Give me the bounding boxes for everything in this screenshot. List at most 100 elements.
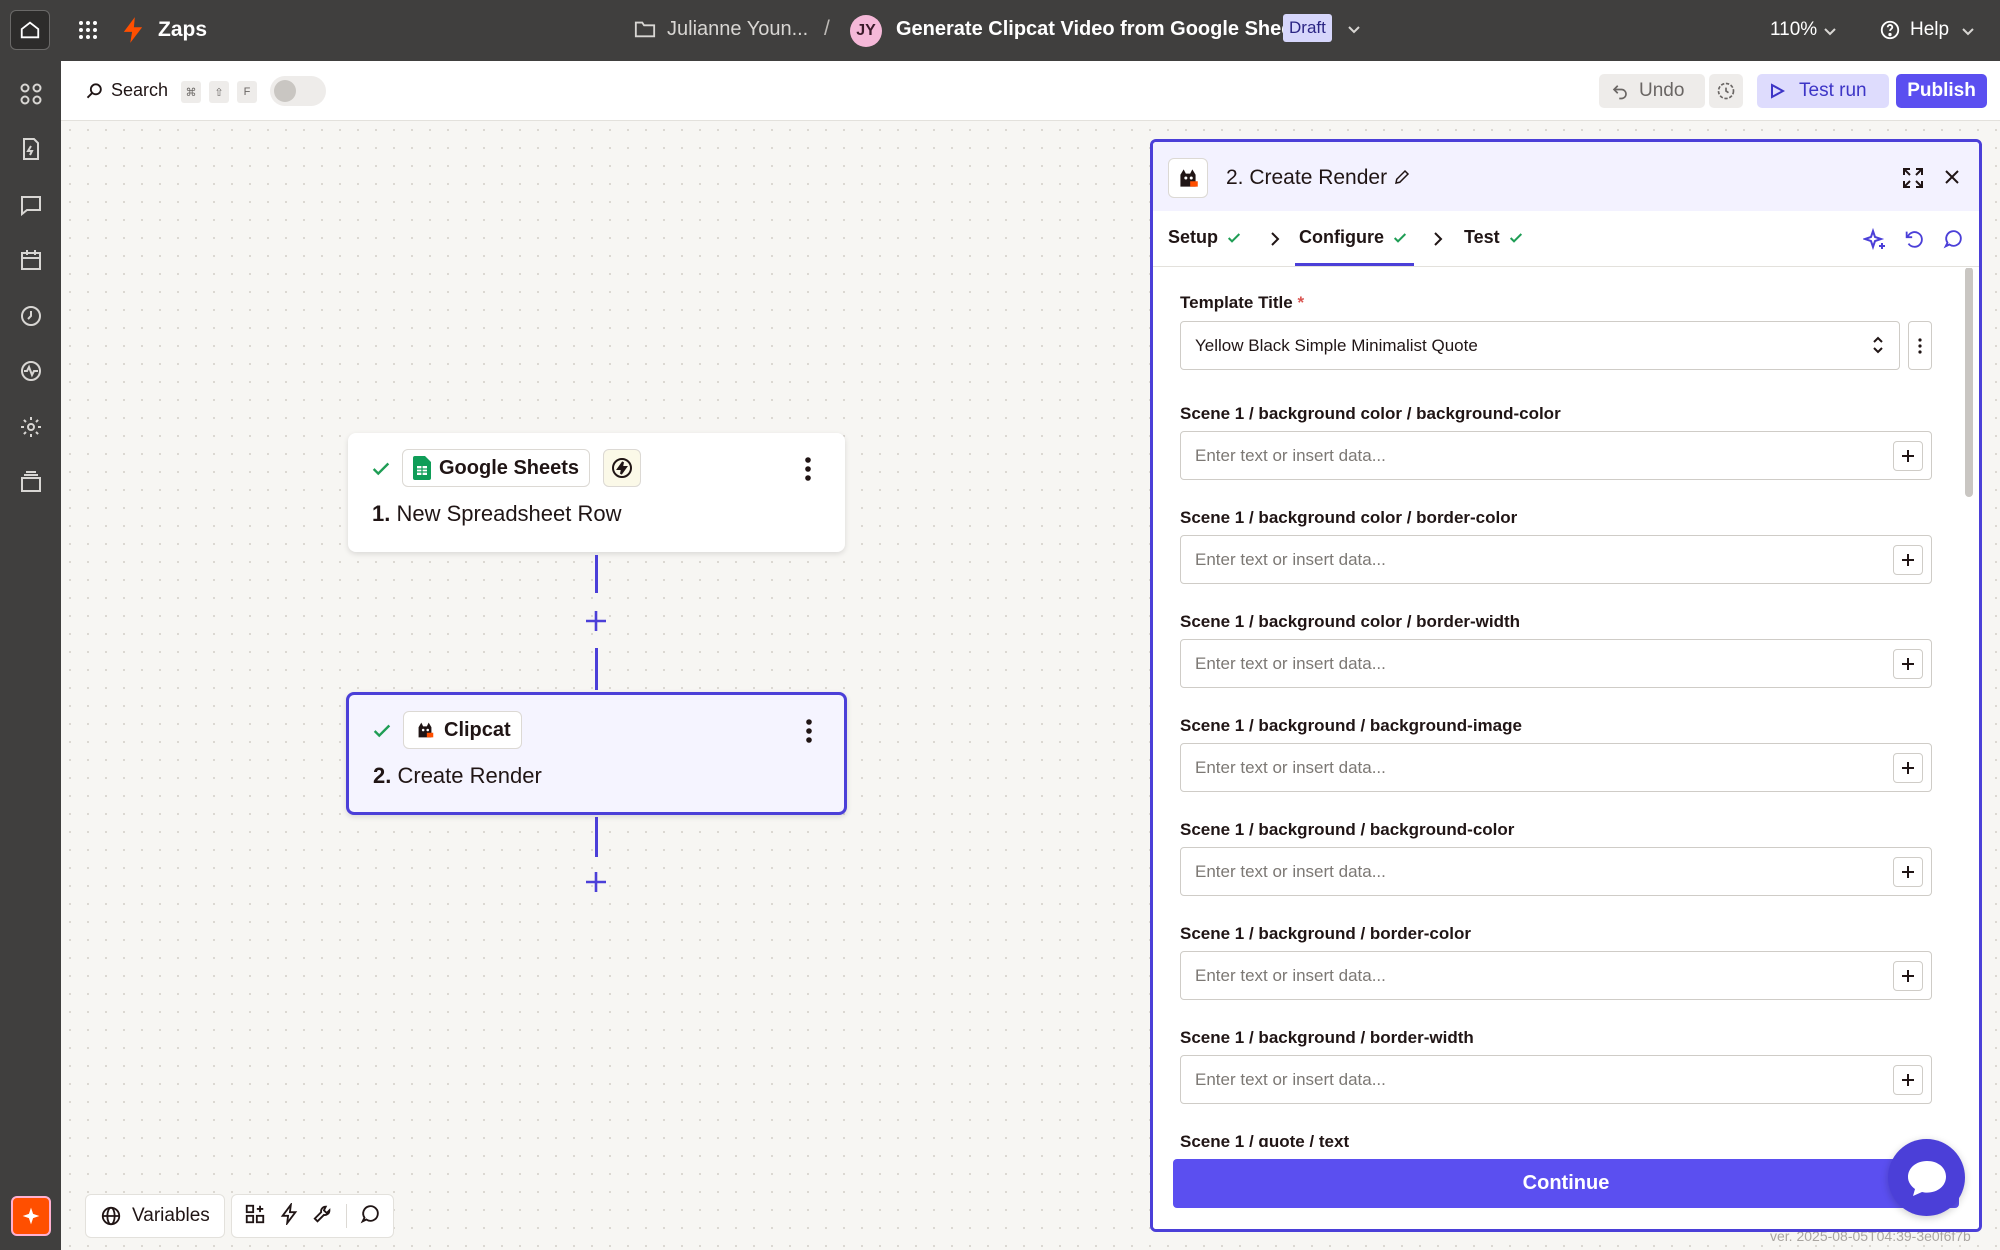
sidebar-item-history[interactable] [17, 302, 45, 330]
wrench-icon[interactable] [312, 1203, 334, 1230]
insert-data-button[interactable] [1893, 753, 1923, 783]
panel-header: 2. Create Render [1153, 142, 1979, 211]
toggle-knob [274, 80, 296, 102]
ai-sparkle-icon[interactable] [1861, 227, 1887, 257]
copilot-button[interactable] [11, 1196, 51, 1236]
close-icon[interactable] [1943, 168, 1961, 191]
field-placeholder: Enter text or insert data... [1195, 445, 1386, 465]
clipcat-icon [418, 722, 434, 738]
avatar[interactable]: JY [850, 15, 882, 47]
scrollbar[interactable] [1965, 268, 1973, 497]
tab-label: Setup [1168, 227, 1219, 247]
sidebar-item-activity[interactable] [17, 357, 45, 385]
continue-button[interactable]: Continue [1173, 1159, 1959, 1208]
required-marker: * [1297, 293, 1305, 312]
add-step-button[interactable] [583, 608, 609, 634]
test-run-label: Test run [1799, 80, 1867, 101]
lightning-bolt-icon[interactable] [278, 1201, 300, 1230]
undo-label: Undo [1639, 80, 1685, 101]
publish-button[interactable]: Publish [1896, 74, 1987, 108]
app-name: Clipcat [444, 718, 511, 741]
text-field[interactable]: Enter text or insert data... [1180, 535, 1932, 584]
search-button[interactable]: Search [111, 80, 169, 100]
sidebar-item-interfaces[interactable] [17, 191, 45, 219]
text-field[interactable]: Enter text or insert data... [1180, 639, 1932, 688]
text-field[interactable]: Enter text or insert data... [1180, 1055, 1932, 1104]
version-history-button[interactable] [1709, 74, 1743, 108]
zaps-nav-link[interactable]: Zaps [158, 18, 208, 41]
text-field[interactable]: Enter text or insert data... [1180, 847, 1932, 896]
step-tabs: Setup Configure Test [1153, 211, 1979, 267]
insert-data-button[interactable] [1893, 441, 1923, 471]
refresh-icon[interactable] [1903, 228, 1925, 255]
text-field[interactable]: Enter text or insert data... [1180, 951, 1932, 1000]
globe-icon [101, 1206, 121, 1226]
home-button[interactable] [10, 10, 50, 50]
help-menu[interactable]: Help [1910, 19, 1950, 40]
step-title: 1. New Spreadsheet Row [372, 501, 622, 527]
step-card-trigger[interactable]: Google Sheets 1. New Spreadsheet Row [348, 433, 845, 552]
chevron-down-icon[interactable] [1960, 23, 1976, 44]
tab-test[interactable]: Test [1464, 227, 1524, 248]
support-chat-button[interactable] [1888, 1139, 1965, 1216]
expand-icon[interactable] [1901, 166, 1925, 195]
template-title-select[interactable]: Yellow Black Simple Minimalist Quote [1180, 321, 1900, 370]
step-number: 1. [372, 501, 391, 526]
tab-label: Test [1464, 227, 1500, 247]
chevron-down-icon[interactable] [1822, 23, 1838, 44]
insert-data-button[interactable] [1893, 857, 1923, 887]
insert-data-button[interactable] [1893, 649, 1923, 679]
app-pill[interactable]: Google Sheets [402, 449, 591, 487]
add-step-button[interactable] [583, 869, 609, 895]
field-options-button[interactable] [1908, 321, 1932, 370]
sidebar-item-settings[interactable] [17, 413, 45, 441]
undo-button[interactable]: Undo [1599, 74, 1705, 108]
chevron-right-icon [1268, 231, 1282, 252]
insert-data-button[interactable] [1893, 1065, 1923, 1095]
search-icon[interactable] [85, 81, 105, 106]
insert-data-button[interactable] [1893, 961, 1923, 991]
breadcrumb-folder-link[interactable]: Julianne Youn... [667, 18, 809, 40]
chevron-down-icon[interactable] [1346, 21, 1362, 42]
zap-file-icon [23, 138, 39, 160]
field-placeholder: Enter text or insert data... [1195, 861, 1386, 881]
step-card-action[interactable]: Clipcat 2. Create Render [346, 692, 847, 815]
field-placeholder: Enter text or insert data... [1195, 757, 1386, 777]
tab-configure[interactable]: Configure [1299, 227, 1408, 248]
field-label: Scene 1 / background / border-color [1180, 924, 1471, 943]
sidebar-item-templates[interactable] [17, 468, 45, 496]
add-app-icon[interactable] [244, 1203, 266, 1230]
connector-line [595, 555, 598, 593]
panel-title: 2. Create Render [1226, 166, 1388, 189]
zoom-level[interactable]: 110% [1770, 19, 1818, 40]
step-title: 2. Create Render [373, 763, 542, 789]
insert-data-button[interactable] [1893, 545, 1923, 575]
field-placeholder: Enter text or insert data... [1195, 965, 1386, 985]
help-circle-icon[interactable] [1879, 19, 1901, 46]
comment-icon[interactable] [359, 1203, 381, 1230]
sidebar-item-apps[interactable] [17, 80, 45, 108]
text-field[interactable]: Enter text or insert data... [1180, 743, 1932, 792]
more-options-icon[interactable] [799, 717, 819, 750]
comment-icon[interactable] [1942, 228, 1964, 255]
top-bar: Zaps Julianne Youn... / JY Generate Clip… [0, 0, 2000, 61]
sidebar-item-zaps[interactable] [17, 135, 45, 163]
field-label: Scene 1 / background color / border-widt… [1180, 612, 1521, 631]
check-icon [1393, 232, 1407, 243]
tab-setup[interactable]: Setup [1168, 227, 1242, 248]
canvas-toggle[interactable] [270, 76, 326, 106]
app-grid-icon[interactable] [76, 18, 100, 42]
pencil-icon[interactable] [1393, 168, 1411, 191]
configure-form[interactable]: Template Title * Yellow Black Simple Min… [1153, 268, 1979, 1148]
sidebar [0, 61, 61, 1250]
sidebar-item-tables[interactable] [17, 246, 45, 274]
shortcut-key: ⇧ [209, 81, 229, 103]
text-field[interactable]: Enter text or insert data... [1180, 431, 1932, 480]
divider [345, 1204, 347, 1228]
more-options-icon[interactable] [798, 455, 818, 488]
app-pill[interactable]: Clipcat [403, 711, 522, 749]
test-run-button[interactable]: Test run [1757, 74, 1889, 108]
zap-title[interactable]: Generate Clipcat Video from Google Sheet… [896, 18, 1311, 40]
history-icon [1717, 82, 1735, 100]
variables-button[interactable]: Variables [85, 1194, 225, 1238]
